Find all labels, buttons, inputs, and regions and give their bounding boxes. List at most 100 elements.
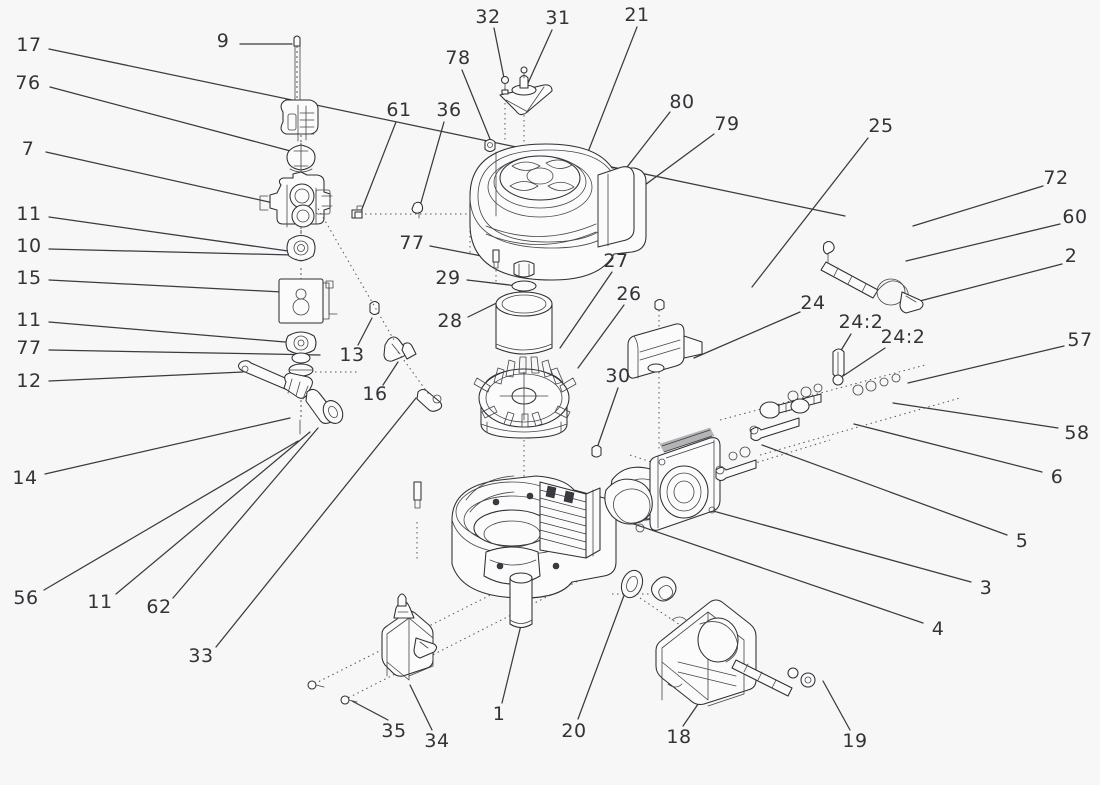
leader-line-31 — [523, 29, 553, 93]
leader-line-12 — [48, 371, 244, 382]
leader-line-36 — [419, 121, 445, 207]
callout-label-79[interactable]: 79 — [714, 113, 740, 135]
callout-label-24-2[interactable]: 24:2 — [880, 326, 926, 348]
part-linkage-assembly — [237, 199, 443, 435]
part-cylinder-head — [649, 427, 721, 531]
callout-label-24[interactable]: 24 — [800, 292, 826, 314]
callout-label-36[interactable]: 36 — [436, 99, 462, 121]
leader-line-32 — [493, 27, 506, 84]
callout-label-80[interactable]: 80 — [669, 91, 695, 113]
part-screws-left — [354, 211, 363, 219]
leader-line-20 — [577, 589, 627, 720]
callout-label-76[interactable]: 76 — [15, 72, 41, 94]
callout-label-78[interactable]: 78 — [445, 47, 471, 69]
leader-line-19 — [822, 680, 851, 731]
callout-label-32[interactable]: 32 — [475, 6, 501, 28]
callout-label-15[interactable]: 15 — [16, 267, 42, 289]
leader-line-34 — [409, 684, 433, 731]
leader-line-77 — [48, 349, 321, 356]
callout-label-12[interactable]: 12 — [16, 370, 42, 392]
callout-label-60[interactable]: 60 — [1062, 206, 1088, 228]
callout-label-21[interactable]: 21 — [624, 4, 650, 26]
callout-label-20[interactable]: 20 — [561, 720, 587, 742]
callout-label-25[interactable]: 25 — [868, 115, 894, 137]
leader-line-61 — [359, 121, 397, 215]
callout-label-5[interactable]: 5 — [1015, 530, 1029, 552]
leader-line-10 — [48, 248, 294, 256]
leader-line-17 — [48, 48, 846, 217]
part-top-bolt-stack — [280, 35, 319, 174]
callout-label-16[interactable]: 16 — [362, 383, 388, 405]
leader-line-30 — [596, 387, 619, 449]
callout-label-1[interactable]: 1 — [492, 703, 506, 725]
leader-line-5 — [761, 444, 1008, 536]
callout-label-11[interactable]: 11 — [16, 203, 42, 225]
callout-label-7[interactable]: 7 — [21, 138, 35, 160]
leader-line-35 — [351, 700, 389, 721]
part-intake-gaskets — [604, 478, 653, 599]
leader-line-62 — [172, 427, 319, 599]
callout-label-77[interactable]: 77 — [399, 232, 425, 254]
part-recoil-bracket — [484, 66, 553, 153]
part-governor-housing — [259, 171, 333, 240]
part-gasket-plate-stack — [278, 234, 338, 377]
leader-line-24-2 — [842, 347, 886, 377]
part-valve-train — [715, 348, 901, 482]
leader-line-24 — [693, 311, 801, 359]
callout-label-6[interactable]: 6 — [1050, 466, 1064, 488]
leader-line-16 — [382, 361, 399, 386]
part-blower-housing — [469, 143, 647, 281]
part-air-cleaner — [650, 576, 816, 707]
callout-label-31[interactable]: 31 — [545, 7, 571, 29]
callout-label-34[interactable]: 34 — [424, 730, 450, 752]
callout-label-62[interactable]: 62 — [146, 596, 172, 618]
leader-line-57 — [907, 345, 1065, 384]
callout-label-72[interactable]: 72 — [1043, 167, 1069, 189]
callout-label-19[interactable]: 19 — [842, 730, 868, 752]
callout-label-13[interactable]: 13 — [339, 344, 365, 366]
leader-line-21 — [587, 26, 638, 153]
callout-label-14[interactable]: 14 — [12, 467, 38, 489]
leader-line-7 — [45, 151, 279, 205]
callout-label-61[interactable]: 61 — [386, 99, 412, 121]
leader-line-6 — [853, 423, 1043, 473]
callout-label-18[interactable]: 18 — [666, 726, 692, 748]
callout-label-3[interactable]: 3 — [979, 577, 993, 599]
callout-label-77[interactable]: 77 — [16, 337, 42, 359]
part-starter-cup-group — [492, 249, 553, 355]
callout-label-35[interactable]: 35 — [381, 720, 407, 742]
callout-label-26[interactable]: 26 — [616, 283, 642, 305]
callout-label-27[interactable]: 27 — [603, 250, 629, 272]
callout-label-28[interactable]: 28 — [437, 310, 463, 332]
part-long-control-rod — [351, 201, 424, 219]
leader-line-4 — [627, 521, 924, 624]
callout-label-30[interactable]: 30 — [605, 365, 631, 387]
leader-line-14 — [44, 417, 291, 475]
callout-label-10[interactable]: 10 — [16, 235, 42, 257]
callout-label-58[interactable]: 58 — [1064, 422, 1090, 444]
callout-label-2[interactable]: 2 — [1064, 245, 1078, 267]
leader-line-13 — [357, 317, 373, 346]
leader-line-11 — [48, 216, 296, 253]
leader-line-29 — [466, 279, 519, 287]
part-oil-pump — [307, 481, 438, 705]
callout-label-11[interactable]: 11 — [87, 591, 113, 613]
callout-label-11[interactable]: 11 — [16, 309, 42, 331]
callout-label-33[interactable]: 33 — [188, 645, 214, 667]
callout-label-4[interactable]: 4 — [931, 618, 945, 640]
leader-line-76 — [49, 86, 299, 154]
callout-label-9[interactable]: 9 — [216, 30, 230, 52]
leader-line-33 — [215, 397, 417, 648]
leader-line-25 — [751, 137, 869, 288]
leader-line-60 — [905, 223, 1061, 262]
leader-line-26 — [577, 304, 625, 369]
callout-label-57[interactable]: 57 — [1067, 329, 1093, 351]
part-governor-arm — [820, 240, 924, 314]
callout-label-17[interactable]: 17 — [16, 34, 42, 56]
part-ignition-coil — [627, 298, 703, 379]
callout-label-24-2[interactable]: 24:2 — [838, 311, 884, 333]
callout-label-56[interactable]: 56 — [13, 587, 39, 609]
callout-label-29[interactable]: 29 — [435, 267, 461, 289]
